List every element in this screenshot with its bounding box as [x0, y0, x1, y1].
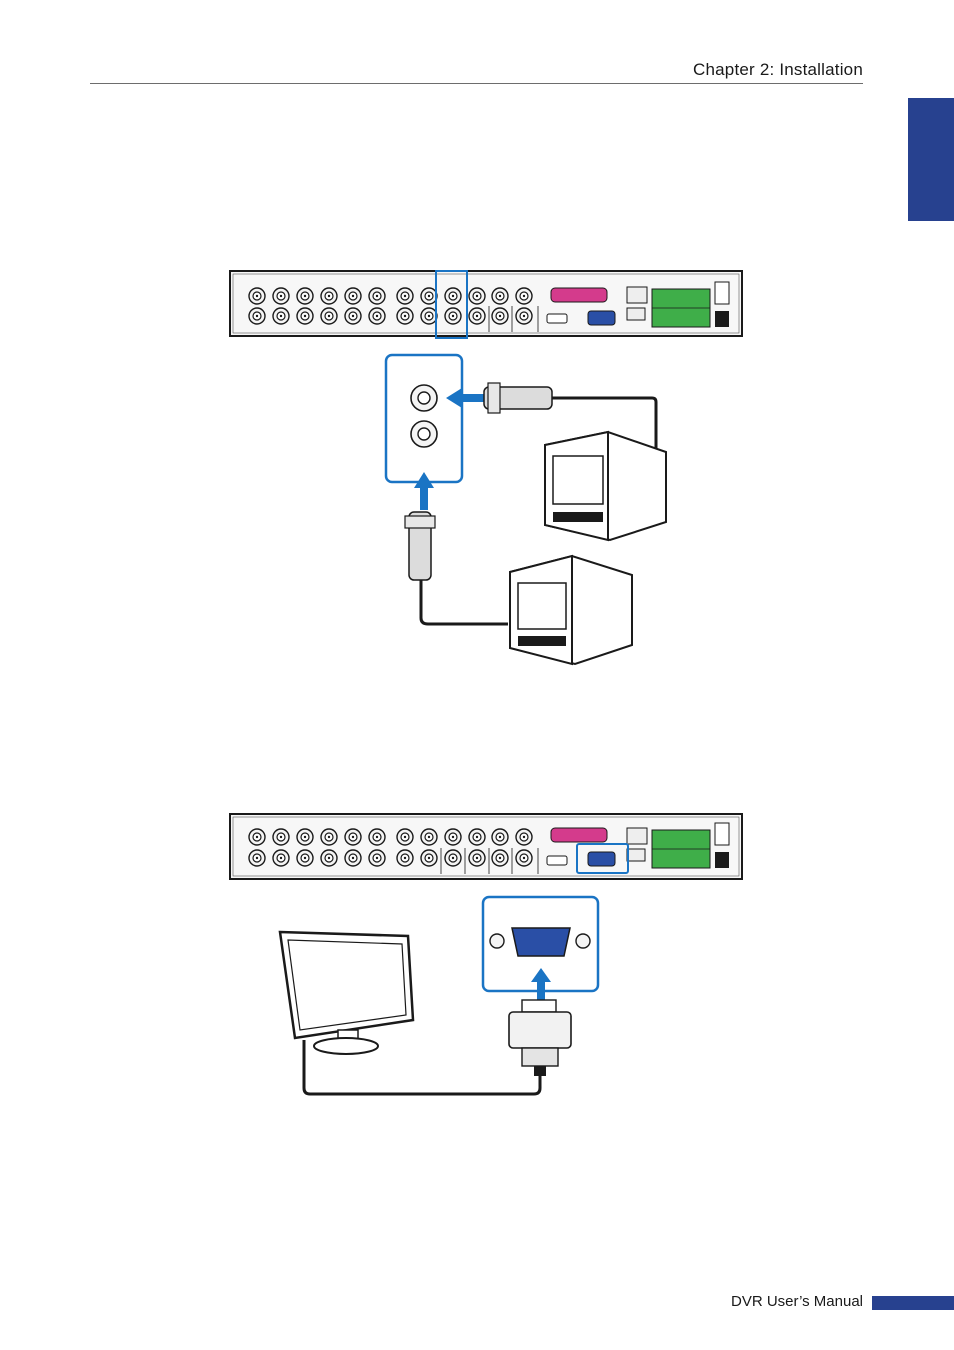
footer-manual-title: DVR User’s Manual: [731, 1293, 863, 1310]
lcd-monitor-icon: [280, 932, 413, 1054]
footer-page-bar: [872, 1296, 954, 1310]
dvr-rear-panel: [230, 814, 742, 879]
